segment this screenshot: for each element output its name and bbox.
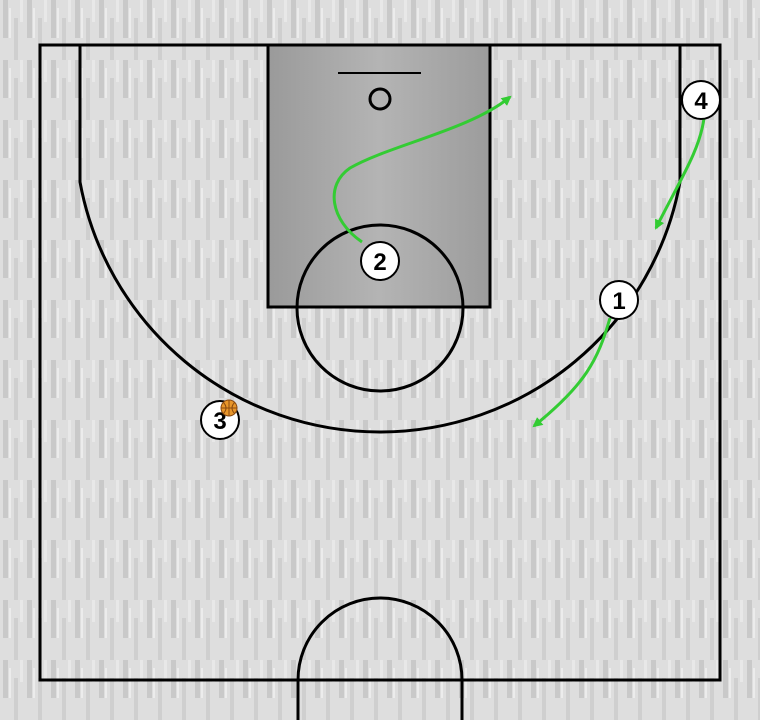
basketball-icon (220, 399, 238, 417)
center-circle (296, 596, 464, 681)
player-4[interactable]: 4 (681, 80, 721, 120)
player-3[interactable]: 3 (200, 399, 240, 440)
player-label: 4 (694, 88, 708, 115)
player-label: 3 (213, 408, 226, 435)
hoop-icon (368, 87, 392, 111)
player-label: 1 (612, 288, 625, 315)
free-throw-circle (295, 223, 465, 393)
center-circle-sides (296, 680, 464, 720)
movement-player-2 (332, 95, 512, 244)
movement-player-4 (654, 117, 706, 230)
player-label: 2 (373, 249, 386, 276)
player-2[interactable]: 2 (360, 241, 400, 281)
movement-player-1 (532, 317, 612, 428)
player-1[interactable]: 1 (599, 280, 639, 320)
